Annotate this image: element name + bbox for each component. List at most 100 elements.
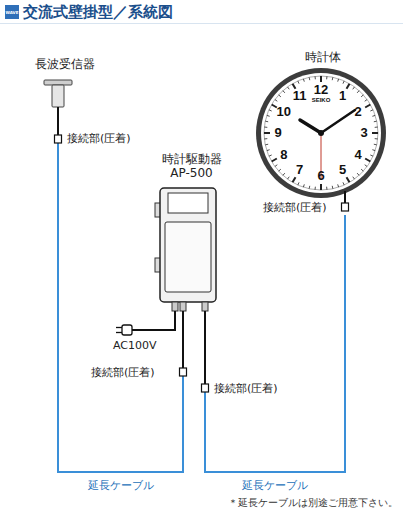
tick-mark: [272, 159, 277, 162]
tick-mark: [370, 155, 373, 156]
tick-mark: [326, 187, 327, 190]
tick-mark: [375, 138, 378, 139]
tick-mark: [275, 100, 277, 102]
tick-mark: [372, 149, 375, 151]
tick-mark: [365, 105, 370, 108]
tick-mark: [293, 177, 296, 182]
tick-mark: [343, 81, 344, 84]
tick-mark: [288, 177, 290, 179]
crimp-connector: [202, 384, 209, 392]
tick-mark: [320, 76, 322, 82]
power-label: AC100V: [112, 339, 158, 352]
tick-mark: [372, 132, 378, 134]
tick-mark: [337, 184, 339, 187]
tick-mark: [303, 184, 305, 187]
connector-label: 接続部(圧着): [262, 201, 328, 214]
clock-numeral: 11: [293, 89, 307, 103]
tick-mark: [361, 169, 363, 171]
tick-mark: [357, 91, 359, 93]
tick-mark: [347, 84, 350, 89]
tick-mark: [353, 177, 355, 179]
header-rule: [0, 23, 403, 24]
tick-mark: [264, 127, 267, 128]
tick-mark: [265, 121, 268, 123]
tick-mark: [309, 186, 311, 189]
component-node: 長波受信器: [25, 57, 104, 117]
tick-mark: [365, 165, 367, 167]
tick-mark: [298, 81, 299, 84]
tick-mark: [269, 155, 272, 156]
wave-icon: [5, 5, 19, 19]
tick-mark: [309, 77, 311, 80]
connector-label: 接続部(圧着): [66, 132, 132, 145]
tick-mark: [320, 184, 322, 190]
tick-mark: [361, 95, 363, 97]
component-node: 時計駆動器AP-500: [140, 152, 243, 315]
tick-mark: [347, 177, 350, 182]
tick-mark: [267, 149, 270, 151]
tick-mark: [332, 77, 334, 80]
tick-mark: [374, 121, 377, 123]
clock-numeral: 4: [355, 148, 362, 162]
clock-numeral: 2: [355, 105, 362, 119]
clock-numeral: 5: [339, 163, 346, 177]
tick-mark: [275, 165, 277, 167]
tick-mark: [264, 138, 267, 139]
clock-numeral: 12: [314, 83, 328, 97]
clock-numeral: 10: [277, 105, 291, 119]
tick-mark: [279, 95, 281, 97]
crimp-connector: [342, 203, 349, 211]
component-name: 時計駆動器: [140, 152, 243, 166]
minute-ticks: [264, 76, 378, 190]
tick-mark: [365, 159, 370, 162]
tick-mark: [265, 144, 268, 146]
clock-numeral: 3: [360, 126, 367, 140]
tick-mark: [326, 76, 327, 79]
connector-label: 接続部(圧着): [90, 366, 156, 379]
cable-label: 延長ケーブル: [240, 479, 310, 492]
clock-numeral: 1: [339, 89, 346, 103]
tick-mark: [279, 169, 281, 171]
tick-mark: [315, 187, 316, 190]
crimp-connector: [180, 368, 187, 376]
tick-mark: [332, 186, 334, 189]
tick-mark: [343, 182, 344, 185]
component-name: AP-500: [140, 166, 243, 180]
tick-mark: [375, 127, 378, 128]
tick-mark: [315, 76, 316, 79]
tick-mark: [272, 105, 277, 108]
tick-mark: [337, 79, 339, 82]
tick-mark: [283, 173, 285, 175]
ac-plug: [122, 325, 132, 335]
crimp-connector: [55, 135, 62, 143]
extension-cable: [205, 215, 345, 472]
minute-hand: [321, 110, 355, 133]
tick-mark: [357, 173, 359, 175]
component-name: 時計体: [262, 50, 384, 64]
tick-mark: [283, 91, 285, 93]
tick-mark: [374, 144, 377, 146]
clock-numeral: 6: [317, 169, 324, 183]
icon-text: WAVE: [6, 10, 19, 15]
tick-mark: [353, 87, 355, 89]
brand-logo: SEIKO: [312, 97, 331, 104]
component-name: 長波受信器: [25, 57, 104, 71]
tick-mark: [269, 110, 272, 111]
footnote: ＊延長ケーブルは別途ご用意下さい。: [228, 497, 398, 509]
tick-mark: [370, 110, 373, 111]
clock-numeral: 7: [296, 163, 303, 177]
connector-label: 接続部(圧着): [213, 382, 279, 395]
hour-hand: [300, 120, 321, 133]
clock-numeral: 9: [274, 126, 281, 140]
diagram-title: 交流式壁掛型／系統図: [23, 3, 173, 22]
clock-illustration: [256, 68, 386, 211]
driver-illustration: [116, 188, 216, 392]
tick-mark: [303, 79, 305, 82]
tick-mark: [298, 182, 299, 185]
tick-mark: [288, 87, 290, 89]
tick-mark: [365, 100, 367, 102]
clock-numeral: 8: [280, 148, 287, 162]
cable-label: 延長ケーブル: [86, 479, 156, 492]
